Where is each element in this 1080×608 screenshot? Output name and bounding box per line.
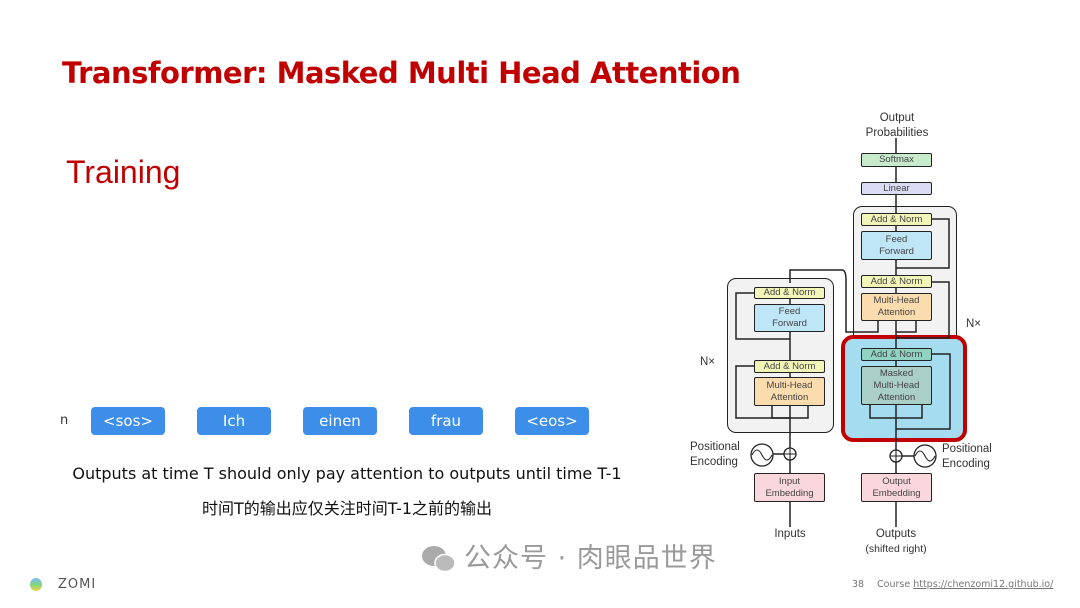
output-probabilities-label: Output Probabilities <box>865 112 929 139</box>
decoder-feed-forward: Feed Forward <box>861 231 932 260</box>
decoder-multi-head-attention: Multi-Head Attention <box>861 293 932 321</box>
decoder-nx-label: N× <box>966 318 982 330</box>
outputs-label: Outputs <box>875 528 917 540</box>
shifted-right-label: (shifted right) <box>865 543 927 555</box>
page-number: 38 <box>852 579 865 590</box>
encoder-nx-label: N× <box>700 356 716 368</box>
linear-box: Linear <box>861 182 932 195</box>
positional-encoding-left: Positional Encoding <box>690 441 740 468</box>
course-info: Course https://chenzomi12.github.io/ <box>877 579 1053 590</box>
masked-multi-head-attention: Masked Multi-Head Attention <box>861 366 932 405</box>
zomi-logo-icon <box>30 578 42 591</box>
slide-subtitle: Training <box>66 154 181 190</box>
softmax-box: Softmax <box>861 153 932 167</box>
inputs-label: Inputs <box>774 528 806 540</box>
positional-encoding-right: Positional Encoding <box>942 443 992 470</box>
decoder-add-norm-2: Add & Norm <box>861 275 932 288</box>
token-sos: <sos> <box>91 407 165 435</box>
input-embedding: Input Embedding <box>754 473 825 502</box>
caption-english: Outputs at time T should only pay attent… <box>72 464 622 483</box>
encoder-add-norm-1: Add & Norm <box>754 360 825 373</box>
token-frau: frau <box>409 407 483 435</box>
watermark-text: 公众号 · 肉眼品世界 <box>464 543 717 574</box>
token-ich: Ich <box>197 407 271 435</box>
footer-brand: ZOMI <box>58 577 97 592</box>
course-label: Course <box>877 579 911 590</box>
decoder-add-norm-3: Add & Norm <box>861 213 932 226</box>
slide-title: Transformer: Masked Multi Head Attention <box>62 56 741 90</box>
encoder-add-norm-2: Add & Norm <box>754 287 825 299</box>
token-eos: <eos> <box>515 407 589 435</box>
watermark: 公众号 · 肉眼品世界 <box>420 544 717 574</box>
decoder-add-norm-1: Add & Norm <box>861 348 932 361</box>
output-embedding: Output Embedding <box>861 473 932 502</box>
wechat-icon <box>422 546 456 573</box>
course-link[interactable]: https://chenzomi12.github.io/ <box>913 579 1054 590</box>
caption-chinese: 时间T的输出应仅关注时间T-1之前的输出 <box>201 499 493 518</box>
encoder-block <box>727 278 834 433</box>
token-einen: einen <box>303 407 377 435</box>
row-label: n <box>60 413 69 428</box>
encoder-feed-forward: Feed Forward <box>754 304 825 332</box>
encoder-multi-head-attention: Multi-Head Attention <box>754 377 825 406</box>
